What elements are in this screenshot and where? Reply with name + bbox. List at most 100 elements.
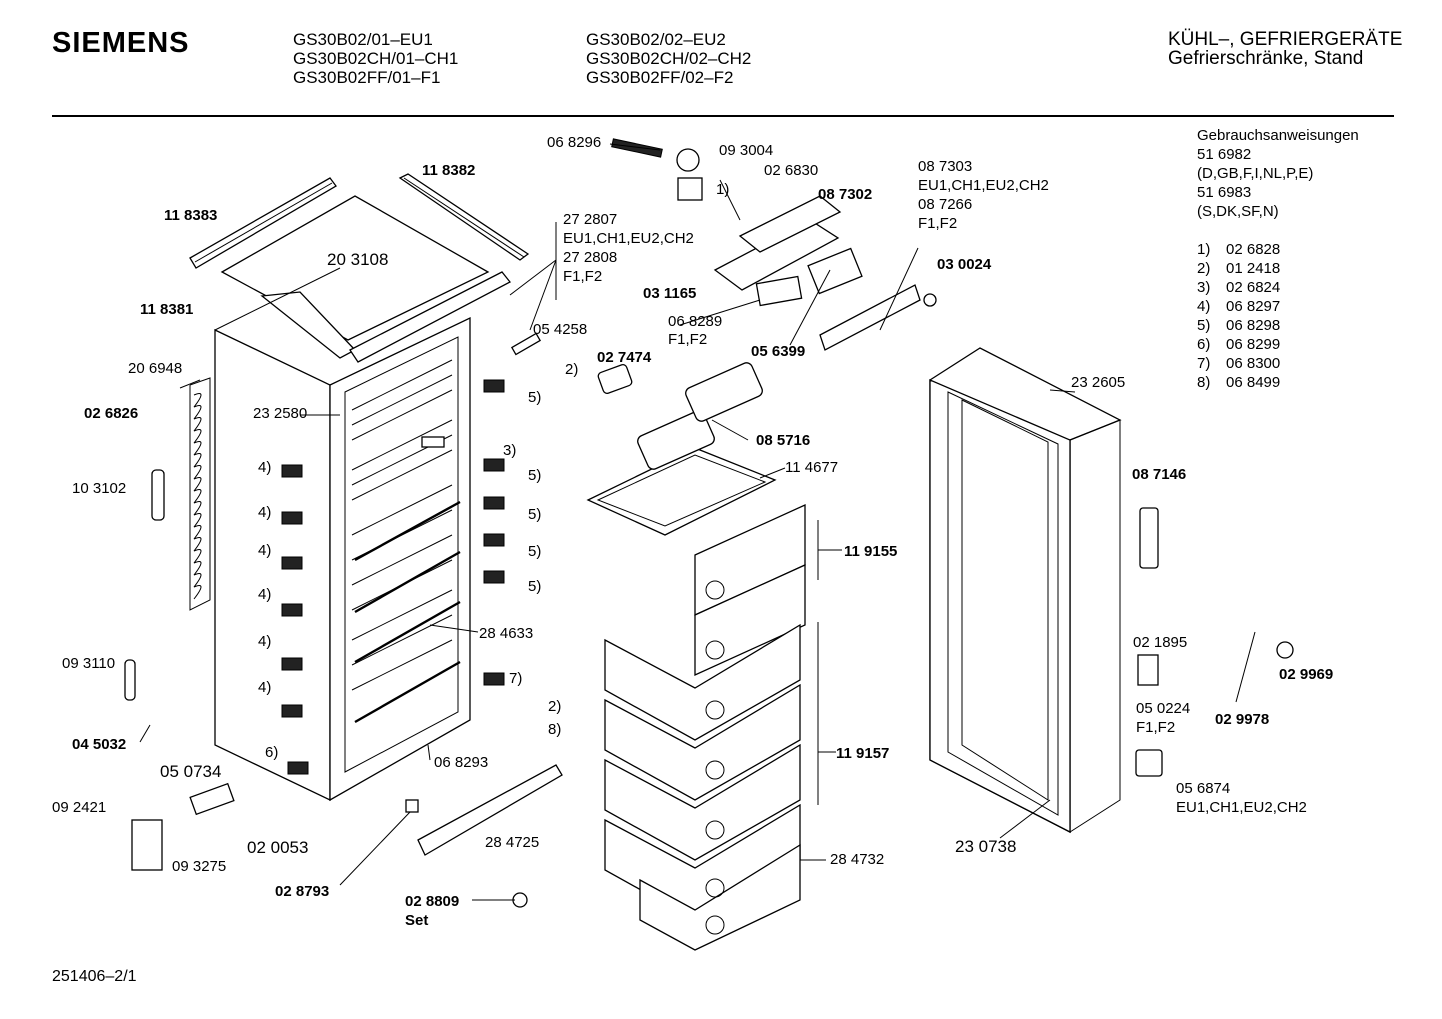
part-label: 02 9969 [1279,666,1334,683]
ice-tray-lower [637,410,715,470]
part-label: 28 4732 [830,851,885,868]
legend-row: 4)06 8297 [1197,297,1280,316]
part-label: 20 3108 [327,250,389,269]
brand-logo: SIEMENS [52,27,190,59]
legend-part: 02 6824 [1226,279,1281,296]
legend-row: 8)06 8499 [1197,373,1280,392]
part-label: 27 2808 [563,249,618,266]
legend-number: 7) [1197,355,1211,372]
legend-number: 2) [1197,260,1211,277]
header-divider [52,115,1394,117]
door-clips [281,379,505,775]
callout-label: 5) [528,578,542,595]
legend-row: 3) 02 6824 [1197,278,1280,297]
part-label: 06 8289 [668,313,723,330]
part-label: 23 2580 [253,405,308,422]
front-trim-strip [349,271,511,363]
legend-number: 3) [1197,279,1211,296]
lamp-cover [1137,654,1159,686]
callout-label: 5) [528,389,542,406]
part-label: 02 1895 [1133,634,1188,651]
callout-label: 4) [258,633,272,650]
part-label: 11 8381 [140,301,194,318]
part-label: 02 6830 [764,162,819,179]
part-label: 06 8293 [434,754,489,771]
legend-number: 1) [1197,241,1211,258]
callout-label: 8) [548,721,562,738]
part-label: 10 3102 [72,480,127,497]
legend-part: 06 8499 [1226,374,1281,391]
evaporator-shelves [351,359,461,724]
indicator-lamp [1135,749,1163,777]
model-number: GS30B02/02–EU2 [586,30,726,49]
top-rail-left [189,177,337,269]
manuals-block: Gebrauchsanweisungen 51 6982 (D,GB,F,I,N… [1197,126,1359,221]
top-rail-right [398,173,530,261]
legend-part: 01 2418 [1226,260,1281,277]
cap [1276,641,1294,659]
callout-label: 1) [716,181,730,198]
part-label: 09 3110 [62,655,116,672]
part-label: 08 7266 [918,196,973,213]
legend-part: 06 8300 [1226,355,1281,372]
callout-label: 6) [265,744,279,761]
part-label: 04 5032 [72,736,127,753]
part-label: 11 4677 [785,459,839,476]
model-list-1: GS30B02/01–EU1 GS30B02CH/01–CH1 GS30B02F… [293,30,458,87]
legend-number: 4) [1197,298,1211,315]
hinge-parts [510,138,937,394]
legend-row: 7) 06 8300 [1197,354,1280,373]
compressor-bracket [189,782,235,816]
part-label: 05 6874 [1176,780,1231,797]
part-label: 02 7474 [597,349,652,366]
part-label: 08 7302 [818,186,873,203]
callout-label: 7) [509,670,523,687]
part-label: 02 9978 [1215,711,1270,728]
ice-tray-upper [685,362,763,422]
callout-label: 3) [503,442,517,459]
part-label: 23 2605 [1071,374,1126,391]
parts-legend: 1)02 6828 2)01 2418 3)02 6824 4)06 8297 … [1197,240,1280,392]
legend-row: 1) 02 6828 [1197,240,1280,259]
variant-label: EU1,CH1,EU2,CH2 [918,177,1049,194]
leader-lines [139,143,1256,901]
part-label: 02 0053 [247,838,309,857]
document-id: 251406–2/1 [52,968,137,985]
part-label: 20 6948 [128,360,183,377]
fan-motor [131,819,163,871]
variant-label: F1,F2 [563,268,603,285]
manual-line: 51 6982 [1197,146,1252,163]
callout-label: 4) [258,679,272,696]
callout-label: 4) [258,504,272,521]
door-frame [929,347,1122,834]
variant-label: EU1,CH1,EU2,CH2 [1176,799,1307,816]
legend-part: 02 6828 [1226,241,1281,258]
part-label: 27 2807 [563,211,618,228]
callout-label: 2) [565,361,579,378]
callout-label: 5) [528,506,542,523]
model-number: GS30B02CH/01–CH1 [293,49,459,68]
part-label: 11 9155 [844,543,898,560]
part-label: 11 8382 [422,162,476,179]
part-label: 09 3275 [172,858,227,875]
control-panel [713,195,921,351]
part-label: 02 8793 [275,883,330,900]
legend-row: 5)06 8298 [1197,316,1280,335]
part-label: 23 0738 [955,837,1017,856]
legend-number: 5) [1197,317,1211,334]
legend-row: 6)06 8299 [1197,335,1280,354]
part-label: 08 7303 [918,158,973,175]
variant-label: F1,F2 [668,331,708,348]
manual-line: (D,GB,F,I,NL,P,E) [1197,165,1314,182]
part-label: 09 3004 [719,142,774,159]
category-title: KÜHL–, GEFRIERGERÄTE [1168,29,1403,50]
model-number: GS30B02FF/01–F1 [293,68,441,87]
part-label: 11 9157 [836,745,890,762]
part-label: 05 0224 [1136,700,1191,717]
legend-row: 2) 01 2418 [1197,259,1280,278]
drawer-flap [694,563,806,677]
manuals-title: Gebrauchsanweisungen [1197,127,1359,144]
part-label: 08 7146 [1132,466,1187,483]
freezer-basket [586,447,777,536]
